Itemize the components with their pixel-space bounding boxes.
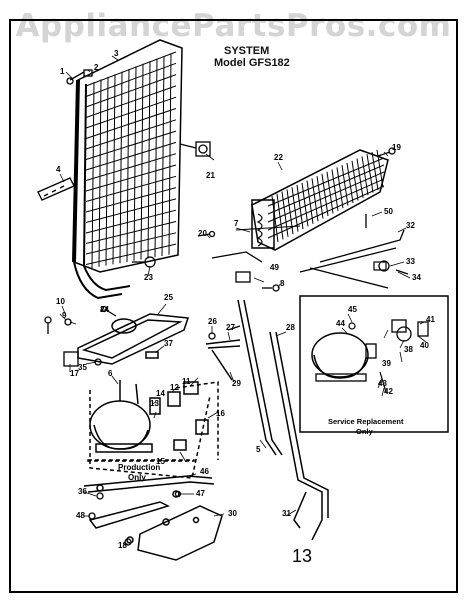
service-replacement-box: [299, 295, 449, 433]
callout-10: 10: [56, 297, 65, 306]
outer-border: [9, 19, 458, 593]
production-label-line1: Production: [118, 463, 160, 472]
service-label-line1: Service Replacement: [328, 417, 404, 426]
callout-17: 17: [70, 369, 79, 378]
callout-7: 7: [234, 219, 239, 228]
callout-8: 8: [280, 279, 285, 288]
callout-30: 30: [228, 509, 237, 518]
callout-27: 27: [226, 323, 235, 332]
production-label-line2: Only: [128, 473, 146, 482]
callout-6: 6: [108, 369, 113, 378]
callout-12: 12: [170, 383, 179, 392]
callout-37: 37: [164, 339, 173, 348]
callout-39: 39: [382, 359, 391, 368]
callout-29: 29: [232, 379, 241, 388]
callout-1: 1: [60, 67, 65, 76]
callout-46: 46: [200, 467, 209, 476]
callout-42: 42: [384, 387, 393, 396]
callout-13: 13: [150, 399, 159, 408]
callout-36: 36: [78, 487, 87, 496]
callout-31: 31: [282, 509, 291, 518]
callout-44: 44: [336, 319, 345, 328]
service-label-line2: Only: [356, 427, 373, 436]
callout-9: 9: [62, 311, 67, 320]
callout-18: 18: [118, 541, 127, 550]
condenser-coil: [72, 39, 183, 300]
callout-41: 41: [426, 315, 435, 324]
callout-4: 4: [56, 165, 61, 174]
refrigerant-tubing: [205, 299, 329, 541]
callout-48: 48: [76, 511, 85, 520]
callout-22: 22: [274, 153, 283, 162]
callout-28: 28: [286, 323, 295, 332]
callout-14: 14: [156, 389, 165, 398]
callout-11: 11: [182, 377, 191, 386]
callout-24: 24: [100, 305, 109, 314]
callout-23: 23: [144, 273, 153, 282]
compressor-mounting-plate: [83, 475, 223, 561]
handwritten-page-number: 13: [292, 546, 312, 566]
callout-43: 43: [378, 379, 387, 388]
callout-16: 16: [216, 409, 225, 418]
callout-34: 34: [412, 273, 421, 282]
callout-35: 35: [78, 363, 87, 372]
callout-50: 50: [384, 207, 393, 216]
callout-19: 19: [392, 143, 401, 152]
diagram-title: SYSTEM: [224, 45, 270, 57]
watermark: AppliancePartsPros.com: [15, 8, 452, 44]
callout-33: 33: [406, 257, 415, 266]
callout-3: 3: [114, 49, 119, 58]
leader-lines: [59, 55, 427, 545]
callout-26: 26: [208, 317, 217, 326]
callout-47: 47: [196, 489, 205, 498]
callout-20: 20: [198, 229, 207, 238]
callout-21: 21: [206, 171, 215, 180]
callout-38: 38: [404, 345, 413, 354]
evaporator-coil: [211, 149, 405, 289]
callout-2: 2: [94, 63, 99, 72]
callout-32: 32: [406, 221, 415, 230]
callout-25: 25: [164, 293, 173, 302]
callout-49: 49: [270, 263, 279, 272]
callout-45: 45: [348, 305, 357, 314]
model-number: Model GFS182: [214, 57, 290, 69]
callout-5: 5: [256, 445, 261, 454]
callout-15: 15: [156, 457, 165, 466]
callout-40: 40: [420, 341, 429, 350]
